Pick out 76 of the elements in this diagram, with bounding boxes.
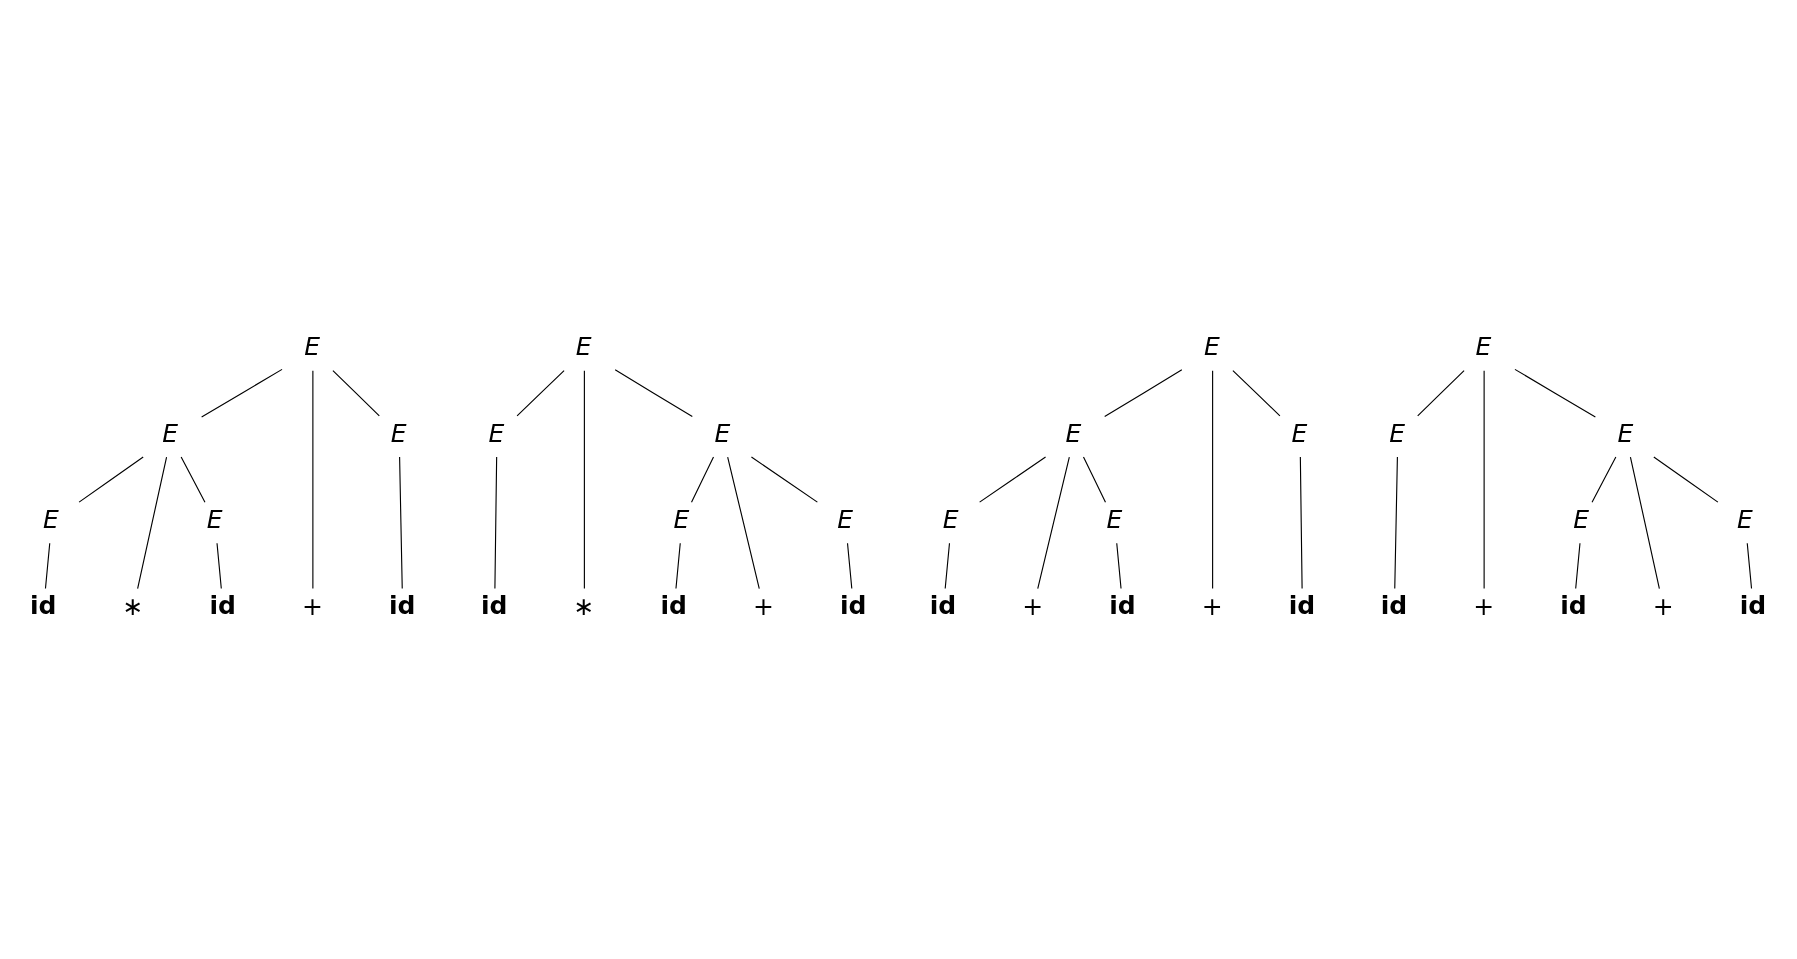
node-text: E <box>1291 418 1308 448</box>
connector <box>1417 370 1465 417</box>
connector <box>1653 456 1719 503</box>
node-text: E <box>43 504 59 534</box>
connector <box>216 542 222 590</box>
connector <box>846 542 853 590</box>
connector <box>78 456 144 503</box>
node-text: + <box>1473 592 1495 622</box>
connector <box>1232 370 1281 417</box>
connector <box>1483 370 1485 589</box>
connector <box>1082 456 1107 503</box>
node-text: id <box>1109 591 1136 621</box>
connector <box>1037 456 1070 590</box>
node-text: id <box>839 591 867 621</box>
connector <box>1514 368 1596 418</box>
connector <box>1104 369 1183 418</box>
connector <box>1591 456 1617 503</box>
node-text: E <box>1106 504 1123 534</box>
node-text: id <box>1739 591 1767 621</box>
connector <box>44 542 51 590</box>
connector <box>1212 370 1214 589</box>
node-text: E <box>575 332 592 362</box>
connector <box>312 370 314 589</box>
connector <box>1746 542 1753 590</box>
node-text: E <box>206 504 223 534</box>
node-text: E <box>488 418 505 448</box>
connector <box>1299 456 1303 590</box>
node-text: id <box>660 591 687 621</box>
connector <box>1629 456 1660 590</box>
node-text: E <box>837 504 853 534</box>
node-text: id <box>209 591 236 621</box>
connector <box>332 370 380 417</box>
connector <box>399 456 403 590</box>
connector <box>1116 542 1122 590</box>
node-text: id <box>1288 591 1316 621</box>
node-text: E <box>390 418 407 448</box>
node-text: + <box>1022 592 1044 622</box>
connector <box>516 370 565 417</box>
node-text: E <box>1389 418 1406 448</box>
connector <box>979 456 1047 503</box>
node-text: E <box>1204 332 1220 362</box>
node-text: + <box>302 592 324 622</box>
node-text: id <box>481 591 508 621</box>
connector <box>137 456 168 590</box>
node-text: E <box>1736 504 1753 534</box>
node-text: id <box>388 591 416 621</box>
node-text: ∗ <box>573 592 595 622</box>
connector <box>201 368 283 418</box>
node-text: E <box>304 332 321 362</box>
node-text: + <box>1201 592 1223 622</box>
node-text: id <box>1380 591 1408 621</box>
node-text: E <box>714 418 731 448</box>
connector <box>675 542 681 590</box>
node-text: E <box>673 504 690 534</box>
node-text: + <box>753 592 775 622</box>
node-text: E <box>942 504 959 534</box>
connector <box>690 456 715 503</box>
node-text: id <box>929 591 957 621</box>
connector <box>727 456 760 590</box>
node-text: E <box>1475 332 1492 362</box>
node-text: E <box>1573 504 1590 534</box>
node-text: E <box>1617 418 1634 448</box>
connector <box>494 456 498 590</box>
connector <box>944 542 951 590</box>
connector <box>180 456 206 503</box>
node-text: E <box>162 418 179 448</box>
node-text: id <box>30 591 57 621</box>
node-text: E <box>1065 418 1082 448</box>
connector <box>1575 542 1581 590</box>
node-text: ∗ <box>122 592 144 622</box>
node-text: id <box>1560 591 1587 621</box>
connector <box>614 369 693 418</box>
node-text: + <box>1652 592 1674 622</box>
connector <box>750 456 818 503</box>
connector <box>583 370 585 589</box>
connector <box>1394 456 1398 590</box>
